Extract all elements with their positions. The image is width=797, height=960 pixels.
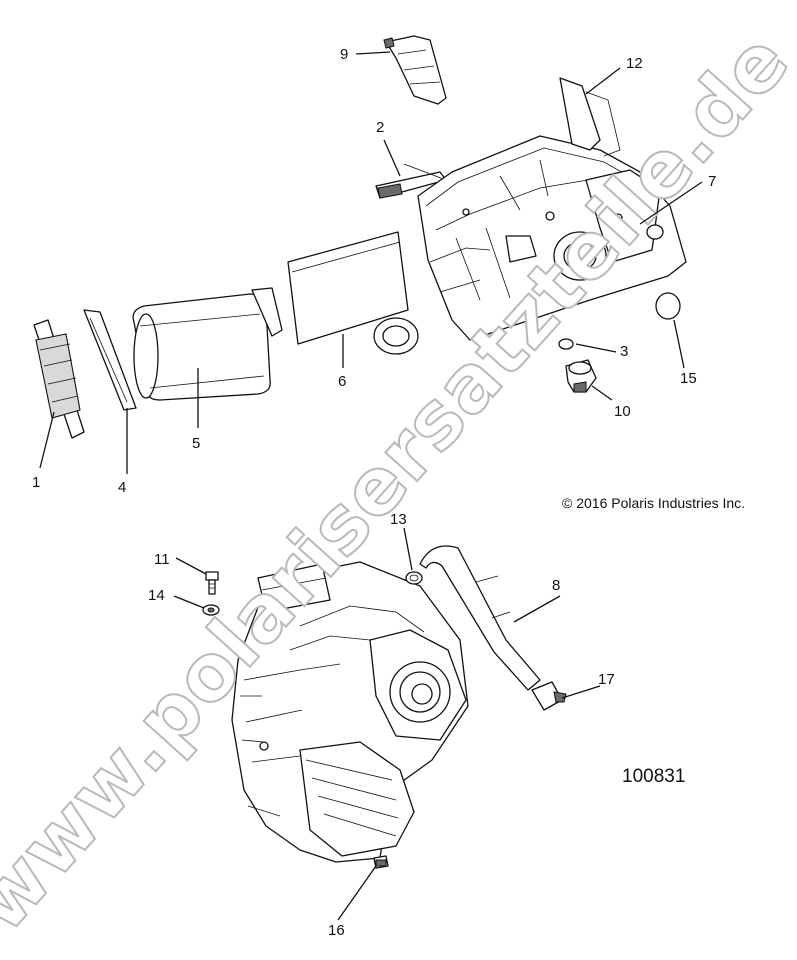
callout-11: 11 xyxy=(154,551,170,568)
callout-13: 13 xyxy=(390,511,407,528)
callout-10: 10 xyxy=(614,403,631,420)
part-11-bolt xyxy=(205,571,219,595)
callout-1: 1 xyxy=(32,474,40,491)
callout-9: 9 xyxy=(340,46,348,63)
callout-7: 7 xyxy=(708,173,716,190)
callout-6: 6 xyxy=(338,373,346,390)
copyright-notice: © 2016 Polaris Industries Inc. xyxy=(562,495,745,511)
callout-17: 17 xyxy=(598,671,615,688)
diagram-number: 100831 xyxy=(622,766,685,787)
callout-labels: 1 2 3 4 5 6 7 8 9 10 11 12 13 14 15 16 1… xyxy=(32,46,716,939)
callout-16: 16 xyxy=(328,922,345,939)
part-6-prefilter xyxy=(287,231,409,345)
part-15-cap xyxy=(655,292,681,320)
callout-3: 3 xyxy=(620,343,628,360)
leader-lines xyxy=(39,51,703,921)
part-4-gasket xyxy=(83,309,137,411)
callout-8: 8 xyxy=(552,577,560,594)
part-12-sleeve xyxy=(585,91,621,157)
intake-housing xyxy=(231,561,469,863)
part-5-filter-element xyxy=(132,287,283,401)
part-3-o-ring xyxy=(558,338,574,350)
callout-14: 14 xyxy=(148,587,165,604)
part-17-clamp xyxy=(531,681,567,711)
callout-4: 4 xyxy=(118,479,126,496)
part-10-drain-valve xyxy=(565,359,597,393)
callout-2: 2 xyxy=(376,119,384,136)
part-16-bolt xyxy=(373,855,389,869)
callout-15: 15 xyxy=(680,370,697,387)
callout-12: 12 xyxy=(626,55,643,72)
part-9-bracket xyxy=(383,35,447,105)
part-1-outlet-cover xyxy=(33,319,85,439)
part-13-clamp xyxy=(405,571,423,585)
callout-5: 5 xyxy=(192,435,200,452)
part-7-airbox xyxy=(373,77,687,355)
part-8-hose xyxy=(419,545,541,691)
part-14-washer xyxy=(202,604,220,616)
